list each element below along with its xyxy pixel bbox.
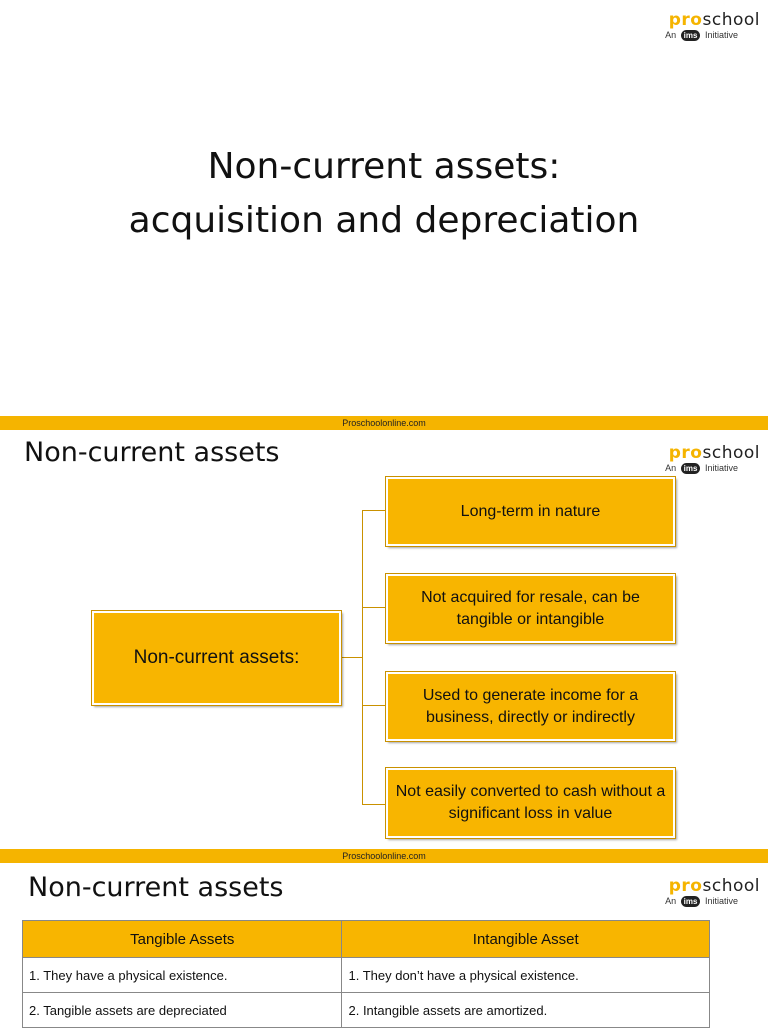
- table-row: 2. Tangible assets are depreciated 2. In…: [21, 992, 710, 1028]
- ims-badge-icon: ims: [680, 463, 701, 474]
- attribute-box: Not acquired for resale, can be tangible…: [386, 574, 675, 643]
- connector-line: [341, 657, 362, 658]
- slide-2: Non-current assets proschool An ims Init…: [0, 431, 768, 846]
- connector-line: [362, 804, 386, 805]
- column-header-intangible: Intangible Asset: [341, 920, 710, 958]
- connector-line: [362, 510, 386, 511]
- slide-1: proschool An ims Initiative Non-current …: [0, 0, 768, 415]
- slide-2-footer: Proschoolonline.com: [0, 849, 768, 863]
- table-header-row: Tangible Assets Intangible Asset: [21, 920, 710, 958]
- table-row: 1. They have a physical existence. 1. Th…: [21, 957, 710, 993]
- connector-line: [362, 705, 386, 706]
- presentation-title: Non-current assets: acquisition and depr…: [128, 146, 640, 241]
- proschool-logo: proschool An ims Initiative: [665, 876, 760, 907]
- slide-2-title: Non-current assets: [24, 437, 280, 468]
- proschool-logo: proschool An ims Initiative: [665, 443, 760, 474]
- proschool-logo: proschool An ims Initiative: [665, 10, 760, 41]
- table-cell: 1. They have a physical existence.: [21, 957, 343, 993]
- assets-comparison-table: Tangible Assets Intangible Asset 1. They…: [21, 920, 710, 1028]
- center-box: Non-current assets:: [92, 611, 341, 705]
- attribute-box: Long-term in nature: [386, 477, 675, 546]
- ims-badge-icon: ims: [680, 30, 701, 41]
- attribute-box: Used to generate income for a business, …: [386, 672, 675, 741]
- connector-line: [362, 607, 386, 608]
- connector-line: [362, 510, 363, 805]
- column-header-tangible: Tangible Assets: [21, 920, 343, 958]
- table-cell: 2. Intangible assets are amortized.: [341, 992, 710, 1028]
- attribute-box: Not easily converted to cash without a s…: [386, 768, 675, 838]
- table-cell: 1. They don’t have a physical existence.: [341, 957, 710, 993]
- ims-badge-icon: ims: [680, 896, 701, 907]
- table-cell: 2. Tangible assets are depreciated: [21, 992, 343, 1028]
- slide-3-title: Non-current assets: [28, 872, 284, 903]
- slide-1-footer: Proschoolonline.com: [0, 416, 768, 430]
